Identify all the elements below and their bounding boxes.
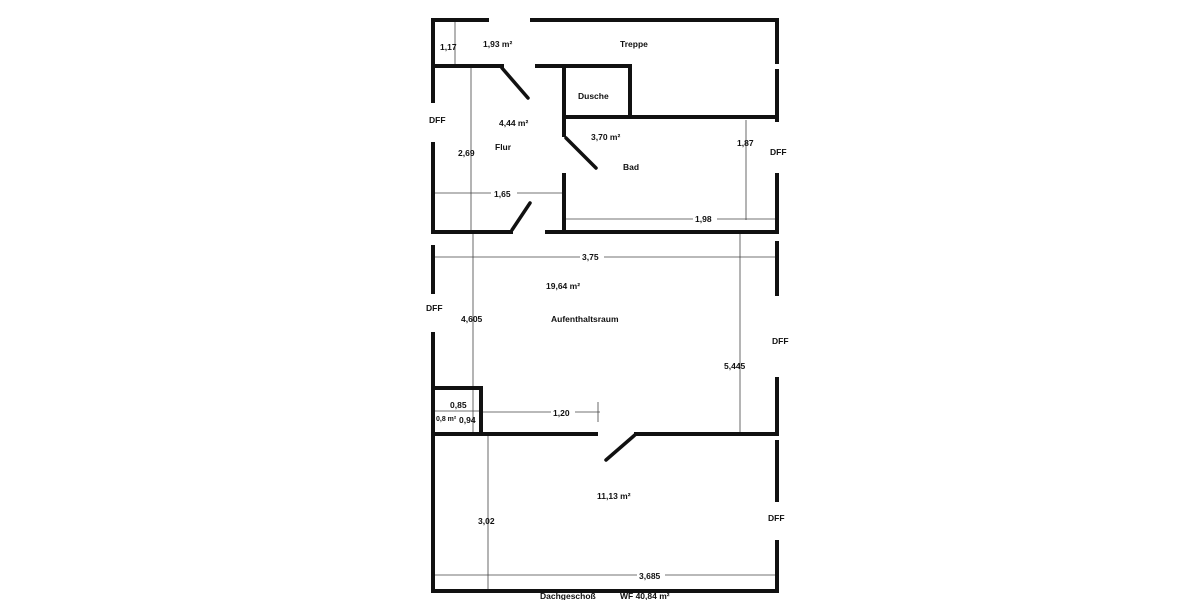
treppe-area: 1,93 m² [483, 39, 512, 49]
doors [500, 66, 638, 462]
unterer-raum-area: 11,13 m² [597, 491, 631, 501]
treppe-name: Treppe [620, 39, 648, 49]
dim-5-445: 5,445 [724, 361, 746, 371]
dim-3-02: 3,02 [478, 516, 495, 526]
door-lower-room [604, 432, 638, 462]
aufenthaltsraum-area: 19,64 m² [546, 281, 580, 291]
door-flur-bottom [510, 201, 532, 232]
window-label-left-2: DFF [426, 303, 443, 313]
dim-1-87: 1,87 [737, 138, 754, 148]
floor-name: Dachgeschoß [540, 591, 596, 600]
dim-0-94: 0,94 [459, 415, 476, 425]
bad-name: Bad [623, 162, 639, 172]
window-label-right-3: DFF [768, 513, 785, 523]
dim-1-20: 1,20 [553, 408, 570, 418]
dim-1-65: 1,65 [494, 189, 511, 199]
labels: 1,17 1,93 m² Treppe Dusche DFF 4,44 m² F… [426, 39, 789, 600]
dim-2-69: 2,69 [458, 148, 475, 158]
dim-1-17: 1,17 [440, 42, 457, 52]
abstellraum-area: 0,8 m² [436, 416, 457, 423]
dim-3-75: 3,75 [582, 252, 599, 262]
bad-area: 3,70 m² [591, 132, 620, 142]
dimension-lines [433, 20, 776, 592]
dim-3-685: 3,685 [639, 571, 661, 581]
aufenthaltsraum-name: Aufenthaltsraum [551, 314, 619, 324]
window-label-right-1: DFF [770, 147, 787, 157]
flur-area: 4,44 m² [499, 118, 528, 128]
walls [431, 18, 779, 593]
window-label-left-1: DFF [429, 115, 446, 125]
door-flur-top [500, 66, 530, 100]
dim-1-98: 1,98 [695, 214, 712, 224]
flur-name: Flur [495, 142, 512, 152]
total-area: WF 40,84 m² [620, 591, 670, 600]
dim-0-85: 0,85 [450, 400, 467, 410]
door-bad [564, 136, 598, 170]
window-label-right-2: DFF [772, 336, 789, 346]
dim-4-605: 4,605 [461, 314, 483, 324]
dusche-name: Dusche [578, 91, 609, 101]
